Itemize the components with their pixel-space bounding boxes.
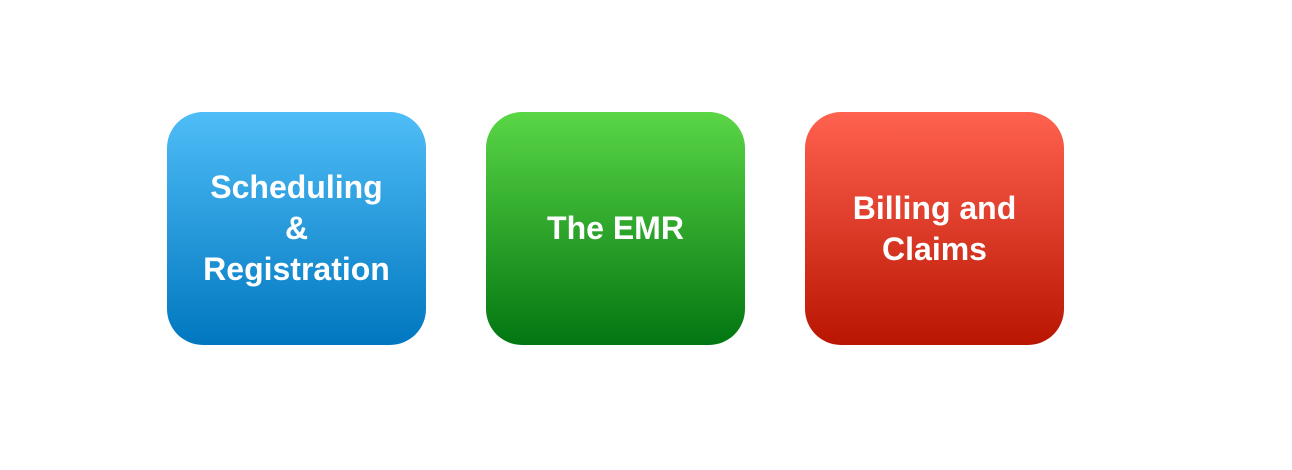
billing-claims-label: Billing and Claims [852, 189, 1017, 267]
emr-tile: The EMR [486, 112, 745, 345]
scheduling-registration-tile: Scheduling & Registration [167, 112, 426, 345]
emr-label: The EMR [547, 210, 684, 246]
scheduling-registration-label: Scheduling & Registration [203, 169, 390, 287]
billing-claims-tile: Billing and Claims [805, 112, 1064, 345]
